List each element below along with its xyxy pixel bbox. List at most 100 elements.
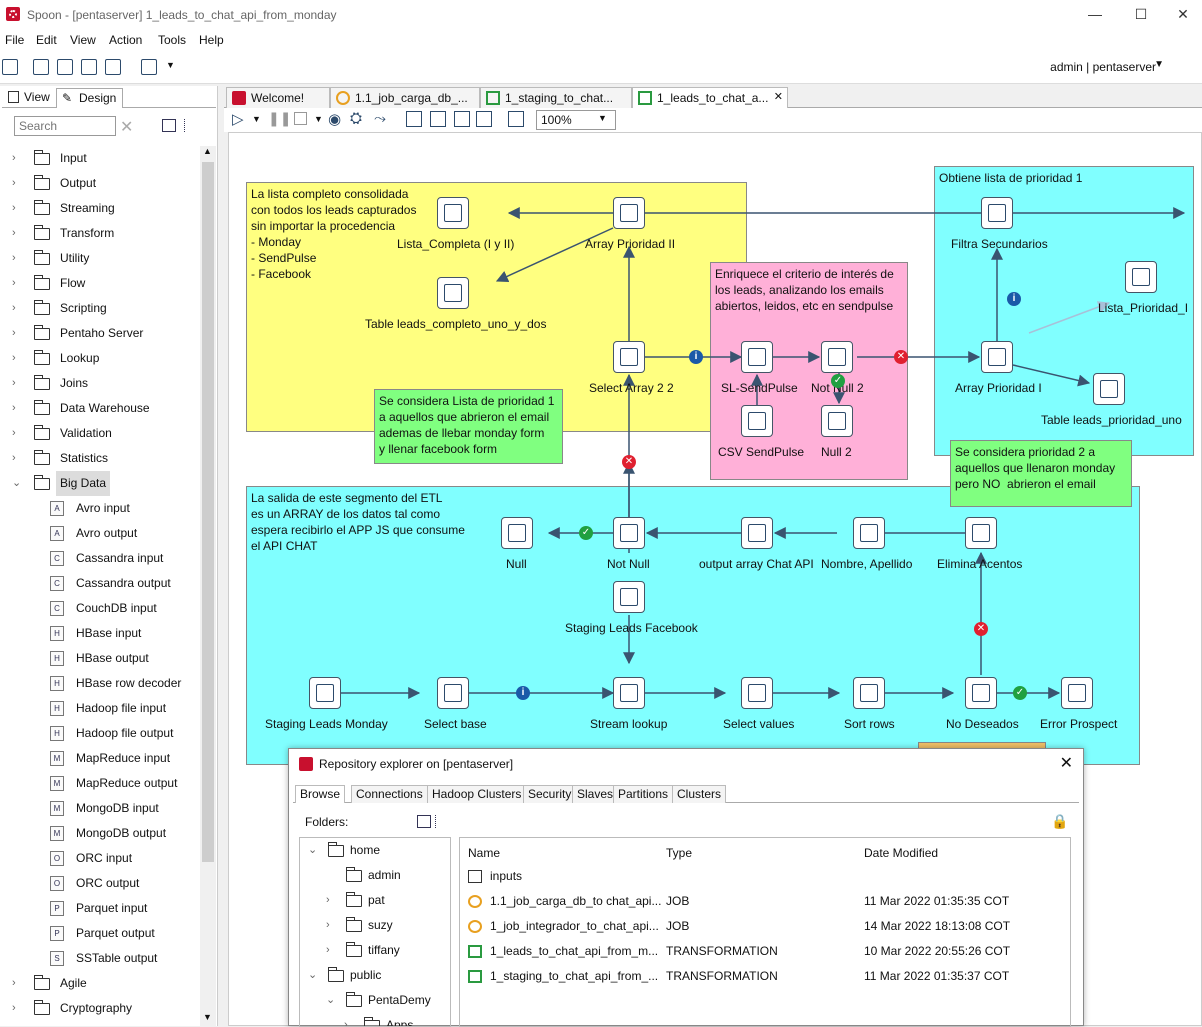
replay-icon[interactable]: ⤳ xyxy=(374,110,387,127)
step-filtra-secundarios[interactable] xyxy=(981,197,1013,229)
run-icon[interactable]: ▷ xyxy=(232,111,244,128)
folder-tree-item[interactable]: ⌄public xyxy=(300,963,450,988)
impact-icon[interactable] xyxy=(430,111,446,127)
perspective-layers-icon[interactable] xyxy=(141,59,157,75)
user-server-label[interactable]: admin | pentaserver xyxy=(1050,60,1156,74)
debug-icon[interactable]: ⛭ xyxy=(350,110,363,127)
verify-icon[interactable] xyxy=(406,111,422,127)
step-sort-rows[interactable] xyxy=(853,677,885,709)
lock-icon[interactable]: 🔒 xyxy=(1051,813,1069,829)
column-type[interactable]: Type xyxy=(666,846,693,860)
chevron-right-icon[interactable]: › xyxy=(12,227,16,239)
tab-staging[interactable]: 1_staging_to_chat... xyxy=(480,87,632,108)
file-row[interactable]: inputs xyxy=(460,864,1070,889)
category-agile[interactable]: ›Agile xyxy=(0,971,200,996)
step-select-values[interactable] xyxy=(741,677,773,709)
chevron-right-icon[interactable]: › xyxy=(12,252,16,264)
category-scripting[interactable]: ›Scripting xyxy=(0,296,200,321)
chevron-down-icon[interactable]: ⌄ xyxy=(308,969,318,981)
step-csv-sendpulse[interactable] xyxy=(741,405,773,437)
menu-tools[interactable]: Tools xyxy=(158,33,187,47)
chevron-right-icon[interactable]: › xyxy=(12,452,16,464)
close-button[interactable]: ✕ xyxy=(1177,6,1189,22)
user-chevron-down-icon[interactable]: ▼ xyxy=(1154,59,1164,70)
stop-icon[interactable] xyxy=(294,112,307,125)
collapse-all-icon[interactable] xyxy=(417,815,431,828)
tab-security[interactable]: Security xyxy=(523,785,577,803)
chevron-right-icon[interactable]: › xyxy=(12,152,16,164)
tab-leads[interactable]: 1_leads_to_chat_a... ✕ xyxy=(632,87,788,108)
chevron-right-icon[interactable]: › xyxy=(12,277,16,289)
step-array-prioridad-2[interactable] xyxy=(613,197,645,229)
menu-edit[interactable]: Edit xyxy=(36,33,57,47)
chevron-right-icon[interactable]: › xyxy=(326,944,330,956)
open-file-icon[interactable] xyxy=(33,59,49,75)
new-file-icon[interactable] xyxy=(2,59,18,75)
preview-eye-icon[interactable]: ◉ xyxy=(328,111,342,128)
step-table-leads-completo[interactable] xyxy=(437,277,469,309)
tab-design[interactable]: ✎ Design xyxy=(56,88,124,108)
chevron-right-icon[interactable]: › xyxy=(344,1019,348,1027)
folder-tree-item[interactable]: admin xyxy=(300,863,450,888)
chevron-down-icon[interactable]: ⌄ xyxy=(326,994,336,1006)
align-icon[interactable] xyxy=(508,111,524,127)
folder-tree-item[interactable]: ›suzy xyxy=(300,913,450,938)
category-validation[interactable]: ›Validation xyxy=(0,421,200,446)
category-statistics[interactable]: ›Statistics xyxy=(0,446,200,471)
category-pentaho-server[interactable]: ›Pentaho Server xyxy=(0,321,200,346)
step-select-array[interactable] xyxy=(613,341,645,373)
tab-connections[interactable]: Connections xyxy=(351,785,428,803)
step-lista-completa[interactable] xyxy=(437,197,469,229)
step-table-leads-prioridad[interactable] xyxy=(1093,373,1125,405)
chevron-down-icon[interactable]: ⌄ xyxy=(308,844,318,856)
maximize-button[interactable]: ☐ xyxy=(1134,6,1148,22)
chevron-right-icon[interactable]: › xyxy=(12,302,16,314)
note-prioridad-1[interactable]: Obtiene lista de prioridad 1 xyxy=(934,166,1194,456)
file-row[interactable]: 1_leads_to_chat_api_from_m...TRANSFORMAT… xyxy=(460,939,1070,964)
sql-icon[interactable] xyxy=(454,111,470,127)
step-elimina-acentos[interactable] xyxy=(965,517,997,549)
tab-view[interactable]: View xyxy=(4,88,56,108)
stop-options-chevron-icon[interactable]: ▼ xyxy=(314,114,323,124)
chevron-right-icon[interactable]: › xyxy=(12,977,16,989)
clear-search-icon[interactable]: ✕ xyxy=(120,119,134,136)
chevron-right-icon[interactable]: › xyxy=(12,327,16,339)
step-stream-lookup[interactable] xyxy=(613,677,645,709)
perspective-chevron-down-icon[interactable]: ▼ xyxy=(166,60,175,70)
menu-help[interactable]: Help xyxy=(199,33,224,47)
save-icon[interactable] xyxy=(81,59,97,75)
chevron-right-icon[interactable]: › xyxy=(12,202,16,214)
scrollbar-thumb[interactable] xyxy=(202,162,214,862)
step-null[interactable] xyxy=(501,517,533,549)
tab-browse[interactable]: Browse xyxy=(295,785,346,803)
tab-welcome[interactable]: Welcome! xyxy=(226,87,330,108)
chevron-right-icon[interactable]: › xyxy=(12,377,16,389)
chevron-right-icon[interactable]: › xyxy=(12,427,16,439)
note-sendpulse[interactable]: Enriquece el criterio de interés de los … xyxy=(710,262,908,480)
step-not-null[interactable] xyxy=(613,517,645,549)
step-output-array[interactable] xyxy=(741,517,773,549)
category-transform[interactable]: ›Transform xyxy=(0,221,200,246)
transformation-canvas[interactable]: La lista completo consolidada con todos … xyxy=(228,132,1202,1026)
folder-tree-item[interactable]: ⌄PentaDemy xyxy=(300,988,450,1013)
tab-slaves[interactable]: Slaves xyxy=(572,785,619,803)
category-input[interactable]: ›Input xyxy=(0,146,200,171)
menu-action[interactable]: Action xyxy=(109,33,143,47)
note-prioridad-2[interactable]: Se considera prioridad 2 a aquellos que … xyxy=(950,440,1132,507)
category-joins[interactable]: ›Joins xyxy=(0,371,200,396)
step-lista-prioridad[interactable] xyxy=(1125,261,1157,293)
zoom-select[interactable]: 100% xyxy=(536,110,616,130)
tab-partitions[interactable]: Partitions xyxy=(613,785,674,803)
